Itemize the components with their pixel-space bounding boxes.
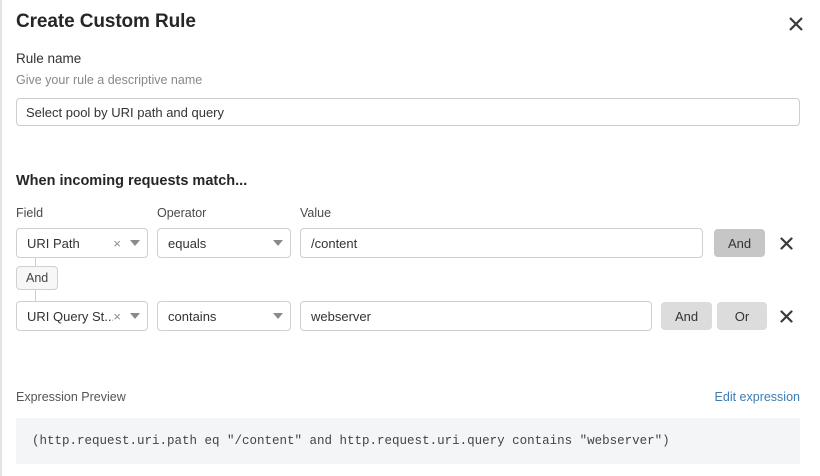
rule-name-input[interactable] [16,98,800,126]
match-section-heading: When incoming requests match... [16,173,248,189]
field-select-1-value: URI Path [27,235,80,251]
chevron-down-icon [273,313,283,319]
chevron-down-icon [273,240,283,246]
page-title: Create Custom Rule [16,11,196,32]
close-icon [779,236,793,250]
delete-condition-button-2[interactable] [777,307,795,325]
condition-row: URI Path × equals And [2,228,820,258]
clear-icon[interactable]: × [113,308,121,324]
close-button[interactable] [786,14,806,34]
expression-preview-title: Expression Preview [16,390,126,404]
field-select-2-value: URI Query St... [27,308,114,324]
expression-preview-code: (http.request.uri.path eq "/content" and… [16,418,800,464]
close-icon [779,309,793,323]
operator-select-2-value: contains [168,308,217,324]
condition-connector: And [16,258,60,302]
chevron-down-icon [130,313,140,319]
logic-and-button-1[interactable]: And [714,229,766,257]
field-select-2[interactable]: URI Query St... × [16,301,148,331]
condition-column-labels: Field Operator Value [2,206,820,224]
column-label-field: Field [16,206,44,220]
clear-icon[interactable]: × [113,235,121,251]
column-label-operator: Operator [157,206,207,220]
value-input-1[interactable] [300,228,703,258]
operator-select-2[interactable]: contains [157,301,291,331]
dialog-header: Create Custom Rule [16,8,806,40]
condition-row: URI Query St... × contains And Or [2,301,820,331]
expression-preview-header: Expression Preview Edit expression [16,390,800,408]
chevron-down-icon [130,240,140,246]
close-icon [789,17,803,31]
logic-or-button-2[interactable]: Or [717,302,767,330]
logic-and-button-2[interactable]: And [661,302,713,330]
edit-expression-link[interactable]: Edit expression [714,390,800,404]
value-input-2[interactable] [300,301,652,331]
operator-select-1[interactable]: equals [157,228,291,258]
rule-name-section: Rule name Give your rule a descriptive n… [16,50,800,126]
connector-and-badge[interactable]: And [16,266,59,290]
rule-name-label: Rule name [16,51,82,66]
operator-select-1-value: equals [168,235,207,251]
column-label-value: Value [300,206,332,220]
field-select-1[interactable]: URI Path × [16,228,148,258]
rule-name-description: Give your rule a descriptive name [16,73,203,87]
delete-condition-button-1[interactable] [777,234,795,252]
